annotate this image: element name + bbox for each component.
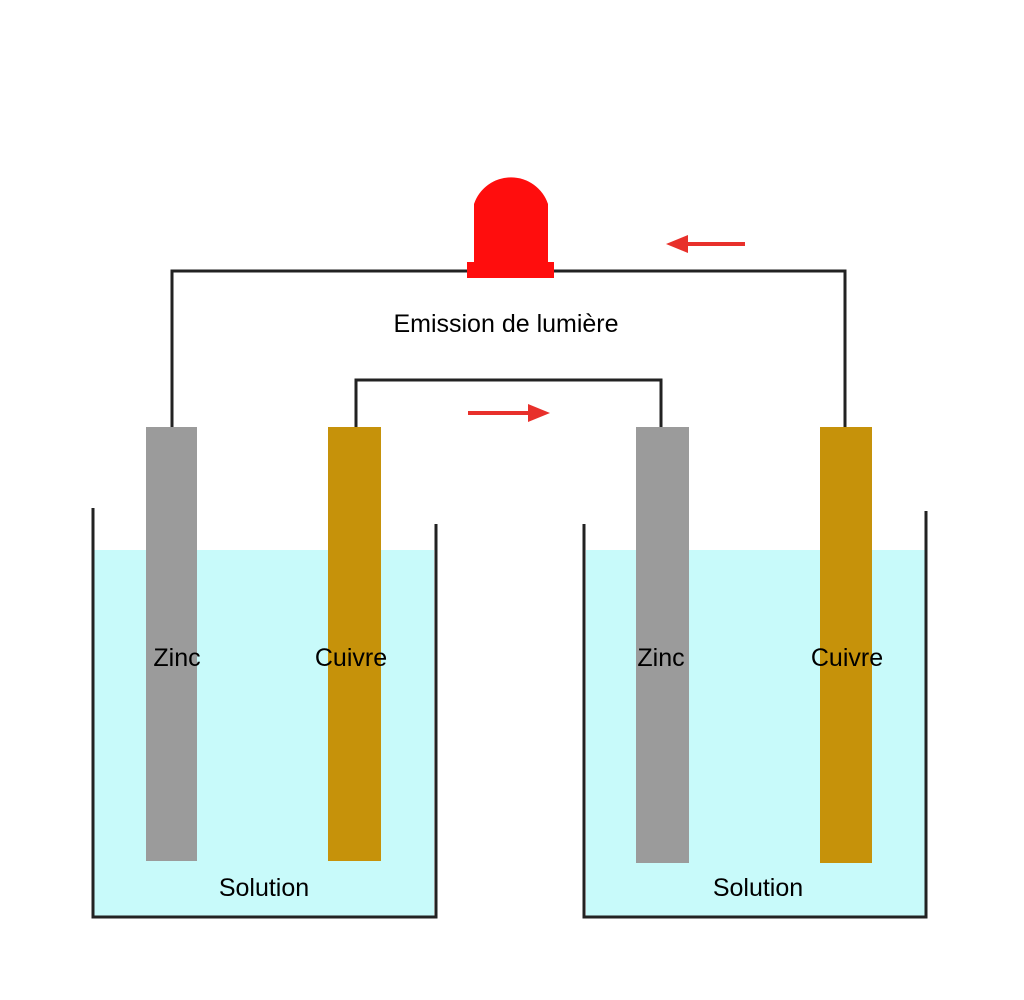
led-lamp xyxy=(467,177,554,278)
current-arrow-right xyxy=(468,404,550,422)
current-arrow-left xyxy=(666,235,745,253)
left-container xyxy=(91,508,438,919)
left-solution-label: Solution xyxy=(219,874,309,902)
right-zinc-electrode xyxy=(636,427,689,863)
led-dome xyxy=(474,177,548,266)
left-zinc-label: Zinc xyxy=(153,644,200,672)
outer-circuit-wire xyxy=(170,269,847,427)
right-container xyxy=(582,511,928,919)
series-connection-wire xyxy=(354,378,663,427)
right-zinc-label: Zinc xyxy=(637,644,684,672)
left-cell: Zinc Cuivre Solution xyxy=(91,427,438,919)
left-solution xyxy=(94,550,434,917)
right-copper-label: Cuivre xyxy=(811,644,883,672)
light-emission-label: Emission de lumière xyxy=(393,310,618,338)
right-cell: Zinc Cuivre Solution xyxy=(582,427,928,919)
right-copper-electrode xyxy=(820,427,872,863)
left-copper-electrode xyxy=(328,427,381,861)
left-copper-label: Cuivre xyxy=(315,644,387,672)
led-base xyxy=(467,262,554,278)
left-zinc-electrode xyxy=(146,427,197,861)
right-solution-label: Solution xyxy=(713,874,803,902)
